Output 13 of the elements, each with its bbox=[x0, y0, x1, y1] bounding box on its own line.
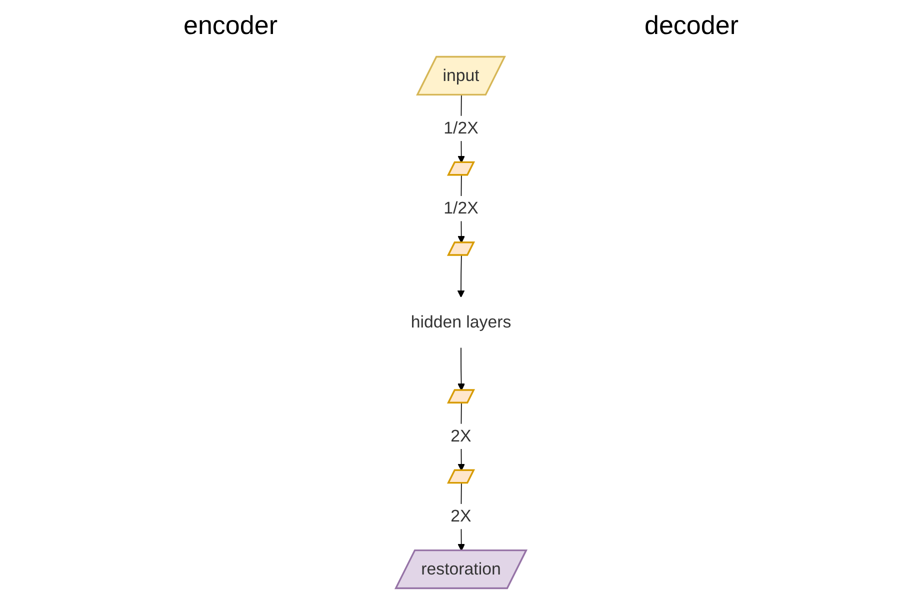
node-parallelogram bbox=[446, 161, 476, 176]
arrow bbox=[457, 255, 465, 298]
edge-label: 2X bbox=[450, 507, 472, 526]
node-parallelogram bbox=[446, 389, 476, 404]
edge-label: 2X bbox=[450, 427, 472, 446]
node-parallelogram bbox=[446, 469, 476, 484]
node-parallelogram bbox=[446, 242, 476, 256]
column-heading: decoder bbox=[644, 10, 738, 40]
arrow bbox=[458, 347, 465, 391]
node-text: hidden layers bbox=[410, 313, 512, 332]
edge-label: 1/2X bbox=[444, 199, 478, 218]
column-heading: encoder bbox=[184, 10, 278, 40]
edge-label: 1/2X bbox=[444, 119, 478, 138]
